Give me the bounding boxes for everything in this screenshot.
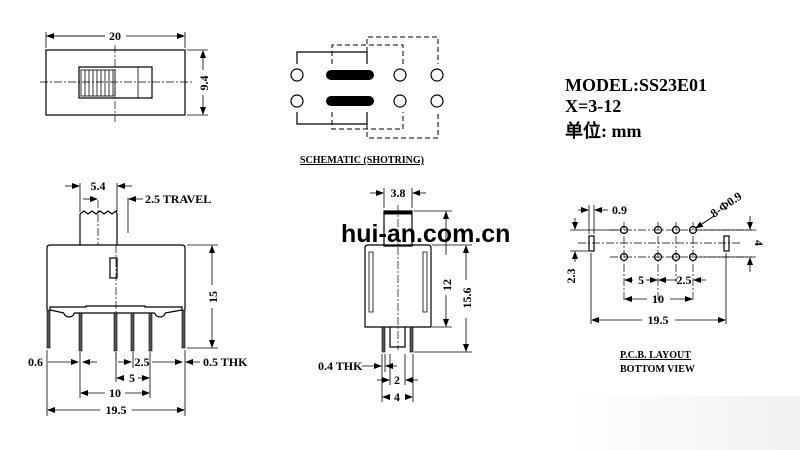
top-height-dim: 9.4 <box>197 76 211 91</box>
actuator <box>79 210 118 245</box>
contact-bar <box>326 70 374 80</box>
outer-dim: 4 <box>394 390 400 404</box>
pin-pitch-dim: 2.5 <box>135 355 150 369</box>
unit-label: 单位: mm <box>565 120 641 141</box>
pcb-layout: 0.9 8-Φ0.9 4 2.3 5 2.5 10 19.5 P.C.B. LA… <box>564 189 766 375</box>
inner-dim: 2 <box>394 373 400 387</box>
schematic-caption: SCHEMATIC (SHOTRING) <box>300 155 424 166</box>
pitch-10-dim: 10 <box>109 386 121 400</box>
slider-ridges <box>80 69 116 97</box>
window <box>109 257 118 279</box>
model-name: MODEL:SS23E01 <box>565 75 707 95</box>
pitch-10-dim: 10 <box>652 292 664 306</box>
pitch-25-dim: 2.5 <box>677 273 692 287</box>
overall-width-dim: 19.5 <box>106 403 127 417</box>
pitch-5-dim: 5 <box>638 273 644 287</box>
model-info: MODEL:SS23E01 X=3-12 单位: mm <box>565 75 707 141</box>
side-view: 5.4 2.5 TRAVEL 15 0.6 2.5 0.5 THK 5 10 1… <box>28 179 248 417</box>
x-range: X=3-12 <box>565 96 621 116</box>
row-spacing-dim: 4 <box>752 240 766 246</box>
top-view-body <box>45 49 186 116</box>
holes-dim: 8-Φ0.9 <box>708 189 745 221</box>
pcb-slot <box>588 235 595 252</box>
actuator-width-dim: 5.4 <box>91 179 106 193</box>
total-height-dim: 15.6 <box>460 288 474 309</box>
top-view: 20 9.4 <box>40 29 211 122</box>
switch-body <box>364 244 432 328</box>
top-width-dim: 20 <box>109 29 121 43</box>
overall-width-dim: 19.5 <box>648 313 669 327</box>
background-fade <box>570 396 800 450</box>
actuator-width-dim: 3.8 <box>391 186 406 200</box>
schematic: SCHEMATIC (SHOTRING) <box>290 36 444 166</box>
body-height-dim: 15 <box>206 291 220 303</box>
pin-width-dim: 0.6 <box>28 355 43 369</box>
contact-bar <box>326 96 374 106</box>
pitch-5-dim: 5 <box>129 371 135 385</box>
watermark: hui-an.com.cn <box>341 220 510 248</box>
pin-thickness-dim: 0.4 THK <box>318 359 363 373</box>
pcb-slot <box>723 235 730 252</box>
slot-width-dim: 0.9 <box>612 203 627 217</box>
pin-thickness-dim: 0.5 THK <box>203 355 248 369</box>
slider <box>78 66 153 99</box>
travel-dim: 2.5 TRAVEL <box>145 192 211 206</box>
front-view: 3.8 12 15.6 0.4 THK 2 4 <box>318 186 474 404</box>
offset-dim: 2.3 <box>564 269 578 284</box>
body-height-dim: 12 <box>440 279 454 291</box>
pcb-caption: P.C.B. LAYOUT <box>620 350 691 361</box>
pcb-caption-subtitle: BOTTOM VIEW <box>620 364 695 375</box>
pcb-holes <box>619 225 698 262</box>
